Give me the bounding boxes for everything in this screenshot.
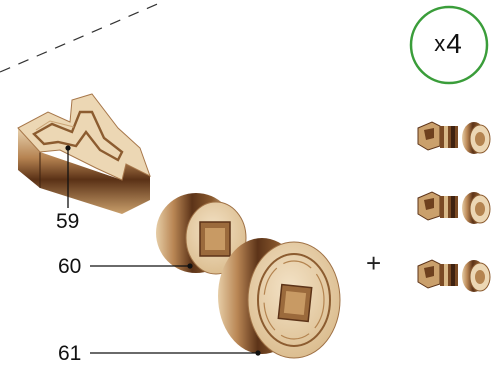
quantity-badge (409, 5, 489, 85)
part-label-59: 59 (56, 210, 80, 233)
quantity-label: x 4 (410, 24, 486, 64)
quantity-count: 4 (446, 28, 462, 59)
connector-peg-icon (417, 121, 491, 154)
leader-line-59 (65, 145, 71, 208)
leader-line-60 (90, 263, 193, 269)
connector-peg-icon (417, 191, 491, 224)
part-label-60: 60 (58, 255, 82, 278)
t-shaped-part-icon (17, 93, 151, 214)
dashed-guide-line (0, 1, 163, 73)
part-label-61: 61 (58, 342, 82, 365)
plus-sign: + (366, 248, 382, 278)
connector-peg-icon (417, 259, 491, 292)
large-ring-icon (218, 238, 341, 359)
quantity-prefix: x (434, 31, 446, 56)
leader-line-61 (90, 350, 261, 356)
